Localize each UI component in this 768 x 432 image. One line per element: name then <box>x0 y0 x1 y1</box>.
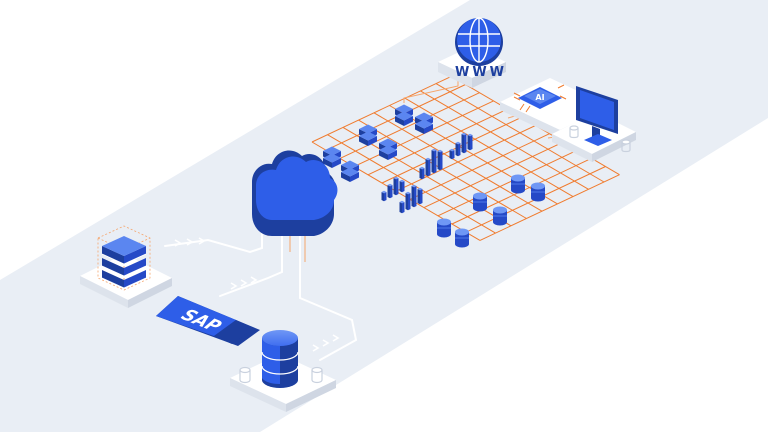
chevron-arrow <box>230 282 238 290</box>
data-flow-lines <box>164 217 358 361</box>
bar-column-icon <box>419 166 425 180</box>
chevron-arrow <box>322 339 330 347</box>
workstation-platform: AI <box>500 78 636 162</box>
block-stack-icon <box>415 112 433 134</box>
cloud-icon <box>252 150 338 236</box>
server-platform <box>80 225 172 308</box>
block-stack-icon <box>323 146 341 168</box>
cylinder-icon <box>473 192 487 212</box>
ai-chip-icon: AI <box>513 84 567 113</box>
grid-line <box>423 141 564 209</box>
chevron-arrow <box>312 344 320 352</box>
grid-line <box>311 75 452 143</box>
bar-column-icon <box>461 132 467 154</box>
database-platform <box>230 330 336 412</box>
mini-cylinder-icon <box>239 366 323 384</box>
bar-column-icon <box>399 179 405 193</box>
bar-column-icon <box>425 157 431 177</box>
cable-icon <box>569 125 631 153</box>
chevron-arrow <box>198 237 206 245</box>
globe-icon <box>455 17 503 66</box>
block-stack-icon <box>379 138 397 160</box>
chevron-arrow <box>174 239 182 247</box>
www-label: WWW <box>455 65 507 80</box>
cylinder-icon <box>455 228 469 248</box>
cylinder-icon <box>493 206 507 226</box>
chevron-arrow <box>186 238 194 246</box>
chevron-arrow <box>240 279 248 287</box>
bar-column-icon <box>405 191 411 211</box>
flow-arrows <box>174 237 340 352</box>
server-stack-icon <box>101 236 147 289</box>
grid-content <box>323 104 545 248</box>
grid-line <box>479 174 620 241</box>
grid-line <box>367 108 508 176</box>
database-icon <box>261 330 299 388</box>
bar-column-icon <box>387 183 393 199</box>
bar-column-icon <box>417 187 423 205</box>
grid-line <box>339 92 480 159</box>
chevron-arrow <box>332 334 340 342</box>
block-stack-icon <box>359 124 377 146</box>
cylinder-icon <box>531 182 545 202</box>
bar-column-icon <box>437 149 443 171</box>
bar-column-icon <box>411 184 417 208</box>
block-stack-icon <box>341 160 359 182</box>
bar-column-icon <box>455 141 461 157</box>
bar-column-icon <box>381 190 387 202</box>
bar-column-icon <box>431 148 437 174</box>
ai-label: AI <box>535 93 544 102</box>
bar-column-icon <box>467 133 473 151</box>
cylinder-icon <box>511 174 525 194</box>
bar-column-icon <box>449 148 455 160</box>
block-stack-icon <box>395 104 413 126</box>
grid-line <box>409 133 550 200</box>
monitor-icon <box>576 86 618 146</box>
cylinder-icon <box>437 218 451 238</box>
bar-column-icon <box>399 200 405 214</box>
chevron-arrow <box>250 276 258 284</box>
grid-line <box>437 149 578 217</box>
grid-line <box>395 125 536 192</box>
bar-column-icon <box>393 176 399 196</box>
web-platform: WWW <box>438 17 507 88</box>
